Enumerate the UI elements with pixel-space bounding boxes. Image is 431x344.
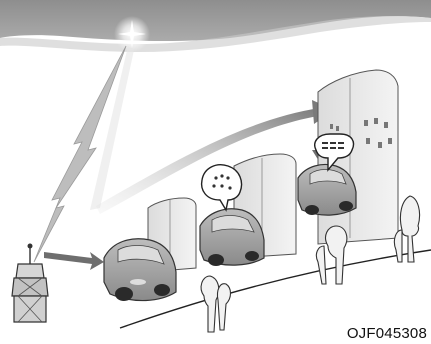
figure-code: OJF045308 [347,325,427,342]
car-front [104,239,176,301]
tower-signal-arrow [44,252,104,270]
radio-tower [12,244,48,323]
signal-bolt-to-tower [34,46,126,262]
car-middle [200,209,264,266]
tree-left [201,276,230,332]
signal-beam [90,46,134,210]
